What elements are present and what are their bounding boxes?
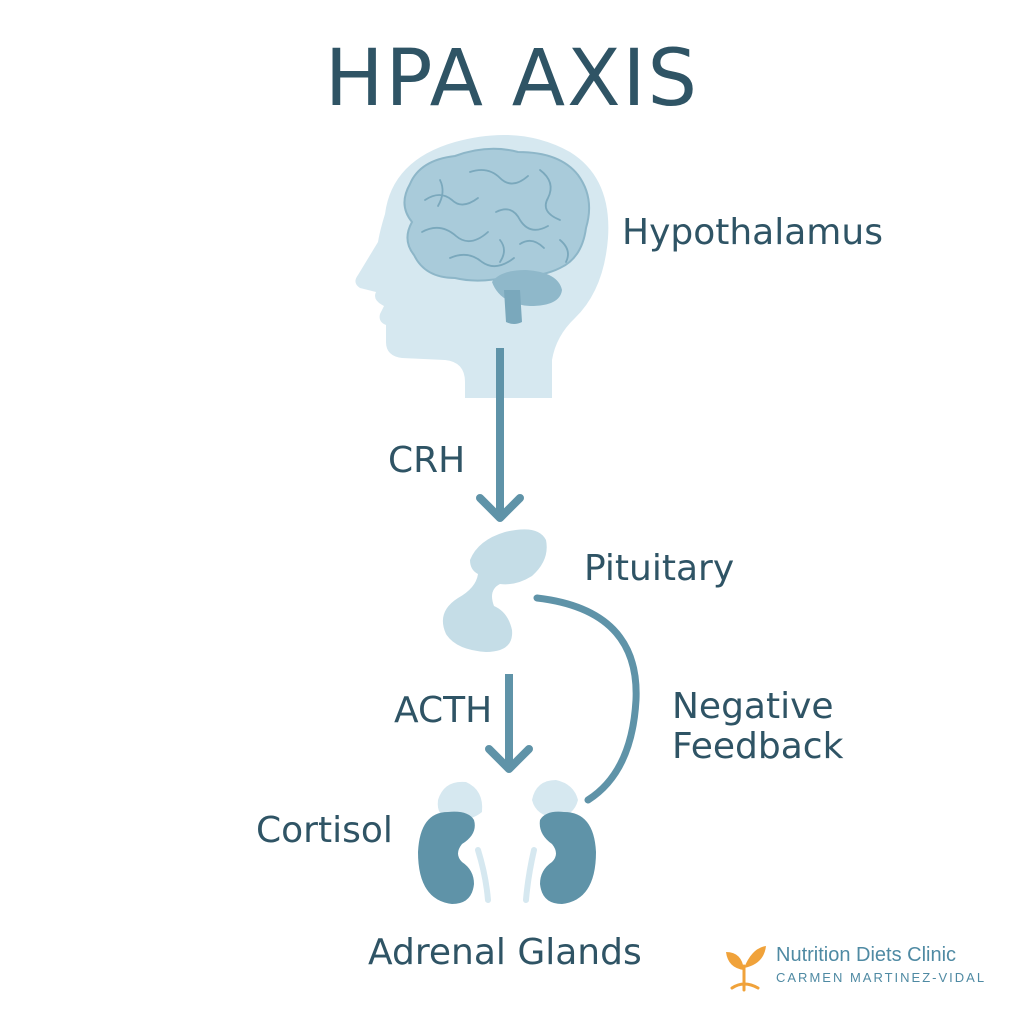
negative-feedback-label-line2: Feedback [672, 726, 844, 767]
crh-label: CRH [388, 440, 466, 481]
right-adrenal-gland-icon [532, 780, 578, 818]
pituitary-gland-icon [442, 529, 547, 652]
brain-icon [403, 147, 591, 282]
acth-arrow-head [485, 745, 533, 773]
left-kidney-icon [418, 811, 475, 904]
right-ureter-icon [523, 847, 537, 903]
brand-subtitle: CARMEN MARTINEZ-VIDAL [776, 970, 987, 985]
acth-label: ACTH [394, 690, 493, 731]
crh-arrow-head [476, 494, 524, 522]
cortisol-label: Cortisol [256, 810, 393, 851]
brainstem-icon [504, 290, 522, 324]
left-adrenal-gland-icon [437, 781, 483, 821]
left-ureter-icon [475, 847, 491, 903]
clinic-brand: Nutrition Diets Clinic CARMEN MARTINEZ-V… [722, 944, 1002, 992]
pituitary-label: Pituitary [584, 548, 735, 589]
hypothalamus-label: Hypothalamus [622, 212, 883, 253]
brand-name: Nutrition Diets Clinic [776, 944, 957, 966]
negative-feedback-label-line1: Negative [672, 686, 834, 727]
brain-folds-icon [421, 169, 569, 268]
adrenal-glands-label: Adrenal Glands [368, 932, 642, 973]
leaf-logo-icon [726, 946, 766, 992]
diagram-title: HPA AXIS [324, 34, 700, 124]
negative-feedback-arc [533, 594, 640, 804]
right-kidney-icon [539, 811, 596, 904]
